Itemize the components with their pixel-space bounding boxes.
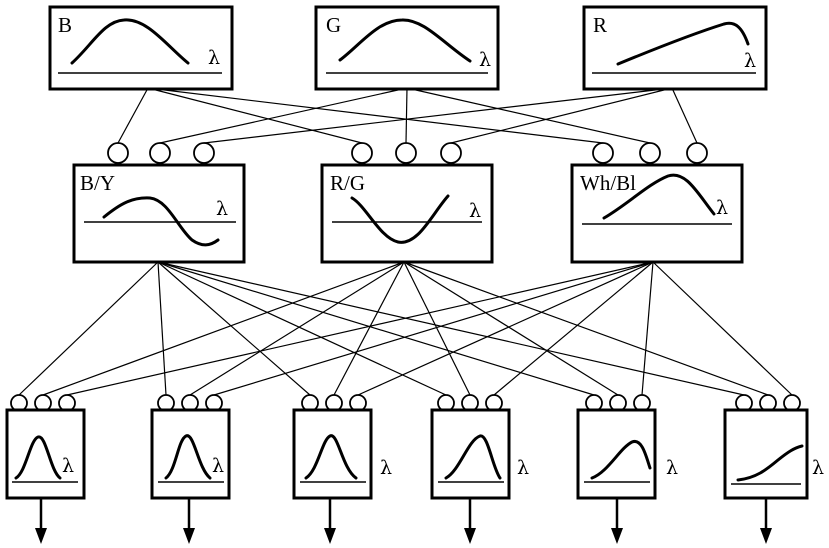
output-lambda-1: λ xyxy=(62,455,74,477)
wire-b-rg xyxy=(147,87,363,144)
wire-b-whbl xyxy=(147,87,604,144)
output-unit-1: λ xyxy=(5,394,86,544)
output-arrow-head-5 xyxy=(611,528,623,544)
wire-g-by xyxy=(159,87,408,144)
output-units: λ λ λ xyxy=(5,394,824,544)
opponent-curve-rg xyxy=(350,194,450,244)
receptor-lambda-r: λ xyxy=(744,50,756,72)
receptor-label-g: G xyxy=(326,13,341,37)
receptor-curve-b xyxy=(70,18,190,65)
opponent-box-rg: R/G λ xyxy=(320,163,494,264)
wire-whbl-output-1 xyxy=(66,261,654,396)
wire-whbl-output-5 xyxy=(641,261,654,396)
output-curve-6 xyxy=(736,444,804,482)
wire-rg-output-3 xyxy=(333,261,405,396)
receptor-label-r: R xyxy=(593,13,607,37)
output-box-1 xyxy=(5,408,86,500)
output-lambda-4: λ xyxy=(517,457,529,479)
wire-whbl-output-3 xyxy=(357,261,654,396)
wire-r-by xyxy=(203,87,673,144)
receptor-box-r: R λ xyxy=(582,5,768,91)
output-curve-2 xyxy=(164,434,212,480)
receptor-label-b: B xyxy=(58,13,72,37)
output-box-6 xyxy=(723,408,809,500)
wire-g-whbl xyxy=(406,87,651,144)
output-arrow-head-6 xyxy=(760,528,772,544)
output-curve-4 xyxy=(444,434,502,480)
wire-b-by xyxy=(117,87,149,144)
wire-by-output-6 xyxy=(157,261,745,396)
receptor-lambda-b: λ xyxy=(208,47,220,69)
receptor-curve-g xyxy=(338,18,472,63)
node-by-3 xyxy=(193,142,215,164)
output-lambda-2: λ xyxy=(212,455,224,477)
output-box-5 xyxy=(576,408,657,500)
receptor-box-g: G λ xyxy=(314,5,500,91)
wire-rg-output-1 xyxy=(42,261,405,396)
opponent-curve-whbl xyxy=(602,173,716,220)
receptor-to-opponent-connections xyxy=(117,87,698,144)
output-unit-6: λ xyxy=(723,394,824,544)
output-box-3 xyxy=(292,408,373,500)
wire-by-output-2 xyxy=(157,261,167,396)
wire-r-whbl xyxy=(671,87,698,144)
receptor-curve-r xyxy=(616,21,750,66)
node-by-2 xyxy=(149,142,171,164)
wire-whbl-output-2 xyxy=(213,261,654,396)
output-lambda-6: λ xyxy=(812,457,824,479)
wire-r-rg xyxy=(450,87,673,144)
wire-whbl-output-6 xyxy=(652,261,793,396)
output-box-4 xyxy=(430,408,511,500)
output-box-2 xyxy=(150,408,231,500)
node-whbl-2 xyxy=(639,142,661,164)
node-by-1 xyxy=(107,142,129,164)
output-arrow-head-4 xyxy=(464,528,476,544)
output-arrow-head-2 xyxy=(183,528,195,544)
node-rg-2 xyxy=(395,142,417,164)
node-rg-3 xyxy=(440,142,462,164)
wire-rg-output-2 xyxy=(189,261,405,396)
wire-rg-output-6 xyxy=(403,261,769,396)
output-arrow-head-1 xyxy=(35,528,47,544)
output-lambda-3: λ xyxy=(380,457,392,479)
node-whbl-1 xyxy=(592,142,614,164)
wire-rg-output-5 xyxy=(403,261,619,396)
output-unit-3: λ xyxy=(292,394,392,544)
opponent-box-whbl: Wh/Bl λ xyxy=(570,163,744,264)
opponent-box-by: B/Y λ xyxy=(72,163,246,264)
opponent-to-output-connections xyxy=(18,261,793,396)
opponent-lambda-by: λ xyxy=(216,198,228,220)
output-arrow-head-3 xyxy=(324,528,336,544)
output-curve-5 xyxy=(590,439,652,480)
opponent-input-nodes xyxy=(107,142,708,164)
opponent-curve-by xyxy=(102,196,220,247)
wire-rg-output-4 xyxy=(403,261,471,396)
node-rg-1 xyxy=(351,142,373,164)
output-curve-3 xyxy=(304,434,358,480)
wire-by-output-3 xyxy=(157,261,311,396)
wire-whbl-output-4 xyxy=(493,261,654,396)
opponent-label-rg: R/G xyxy=(330,171,365,195)
opponent-lambda-whbl: λ xyxy=(716,197,728,219)
receptor-box-b: B λ xyxy=(48,5,234,91)
output-unit-5: λ xyxy=(576,394,678,544)
output-unit-2: λ xyxy=(150,394,231,544)
opponent-label-by: B/Y xyxy=(80,171,115,195)
opponent-label-whbl: Wh/Bl xyxy=(580,171,636,195)
wire-by-output-4 xyxy=(157,261,447,396)
opponent-lambda-rg: λ xyxy=(469,200,481,222)
receptor-lambda-g: λ xyxy=(479,49,491,71)
output-lambda-5: λ xyxy=(666,457,678,479)
wire-by-output-1 xyxy=(18,261,159,396)
wire-g-rg xyxy=(405,87,408,144)
output-unit-4: λ xyxy=(430,394,529,544)
node-whbl-3 xyxy=(686,142,708,164)
output-curve-1 xyxy=(14,435,62,480)
